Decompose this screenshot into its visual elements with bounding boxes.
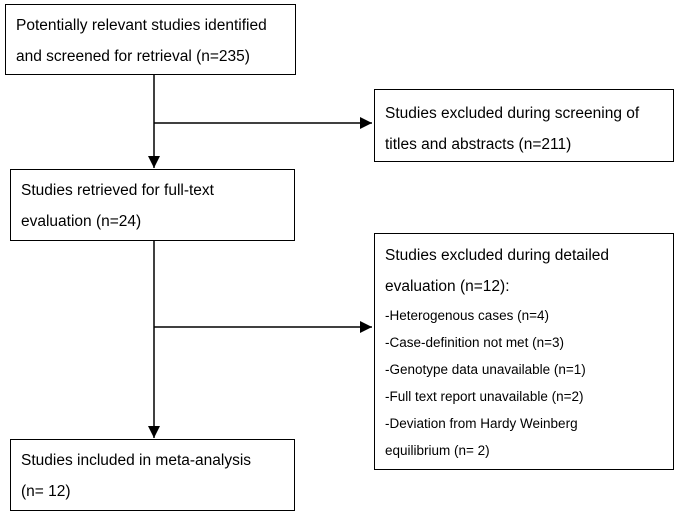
box-included-line-2: (n= 12): [21, 483, 71, 500]
box-identified-line-1: Potentially relevant studies identified: [16, 17, 267, 34]
exclusion-reason: -Deviation from Hardy Weinberg: [385, 416, 578, 431]
box-retrieved: Studies retrieved for full-text evaluati…: [10, 169, 295, 241]
box-excluded-detailed-line-1: Studies excluded during detailed: [385, 247, 610, 264]
box-excluded-detailed-line-2: evaluation (n=12):: [385, 278, 510, 295]
box-excluded-screening: Studies excluded during screening of tit…: [374, 89, 674, 162]
box-excluded-screening-line-2: titles and abstracts (n=211): [385, 136, 572, 153]
exclusion-reason: equilibrium (n= 2): [385, 443, 490, 458]
box-included-line-1: Studies included in meta-analysis: [21, 452, 252, 469]
box-identified: Potentially relevant studies identified …: [5, 4, 296, 75]
exclusion-reason: -Heterogenous cases (n=4): [385, 308, 549, 323]
box-included: Studies included in meta-analysis (n= 12…: [10, 439, 295, 511]
exclusion-reason: -Case-definition not met (n=3): [385, 335, 564, 350]
box-retrieved-line-2: evaluation (n=24): [21, 213, 142, 230]
box-retrieved-line-1: Studies retrieved for full-text: [21, 182, 214, 199]
exclusion-reason: -Full text report unavailable (n=2): [385, 389, 584, 404]
box-excluded-screening-line-1: Studies excluded during screening of: [385, 105, 640, 122]
box-excluded-detailed: Studies excluded during detailed evaluat…: [374, 233, 674, 470]
exclusion-reason: -Genotype data unavailable (n=1): [385, 362, 586, 377]
box-identified-line-2: and screened for retrieval (n=235): [16, 48, 250, 65]
